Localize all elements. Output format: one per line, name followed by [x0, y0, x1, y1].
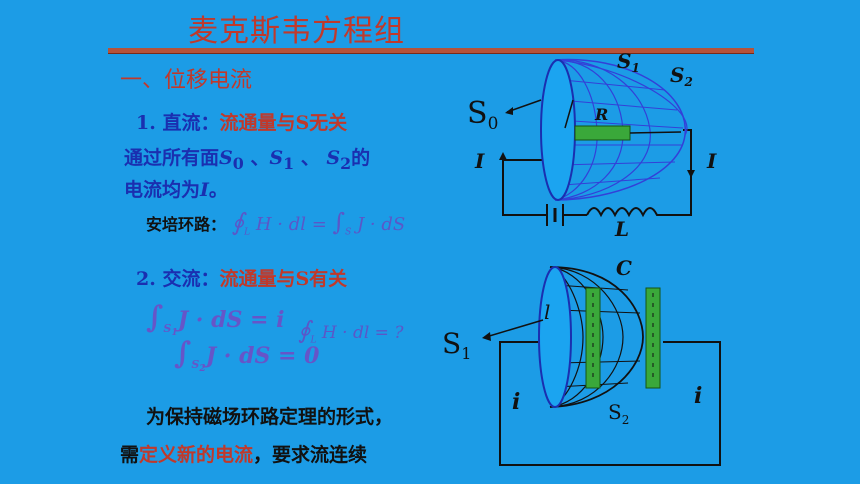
eq1-integral: ∫	[146, 300, 164, 335]
dc-sep1: 、	[243, 147, 270, 169]
surface-s0-sub: 0	[232, 153, 244, 173]
label-r: R	[594, 105, 608, 124]
dc-line2-end: 。	[208, 178, 228, 201]
eq1-body: J · dS = i	[177, 307, 285, 333]
dc-description: 流通量与S无关	[219, 112, 348, 134]
surface-s0: S	[219, 147, 233, 169]
ampere-rhs-body: J · dS	[356, 214, 406, 235]
ampere-lhs-body: H · dl	[255, 214, 306, 235]
ac-capacitor-diagram: C l S1 S2 i i	[442, 256, 721, 466]
ac-loop-sub: L	[310, 335, 317, 346]
conductor-rod	[574, 125, 631, 141]
eq2-integral: ∫	[174, 336, 192, 371]
eq2-sub: S2	[191, 358, 206, 375]
ac-description: 流通量与S有关	[219, 268, 348, 290]
surface-integral-sub: S	[345, 227, 352, 238]
conclusion-line-1: 为保持磁场环路定理的形式，	[146, 406, 394, 428]
loop-integral-sub: L	[244, 227, 251, 238]
label-s2-bottom: S2	[608, 400, 629, 427]
conclusion-highlight: 定义新的电流	[139, 444, 254, 466]
label-s2: S2	[670, 63, 693, 89]
ac-loop-body: H · dl = ?	[321, 323, 404, 343]
dc-explanation: 通过所有面S0 、S1 、 S2的 电流均为I。	[124, 145, 370, 204]
section-heading: 一、位移电流	[120, 68, 253, 93]
dc-line2-prefix: 电流均为	[124, 178, 201, 201]
conclusion-line-2: 需定义新的电流，要求流连续	[120, 440, 367, 467]
ac-equation-2: ∫S2J · dS = 0	[174, 336, 319, 375]
label-i-left-bottom: i	[512, 389, 520, 415]
s1-pointer	[485, 319, 544, 338]
dc-sep2: 、	[294, 147, 327, 169]
eq1-sub: S1	[163, 322, 178, 339]
label-i-right-bottom: i	[694, 383, 702, 409]
conclusion-part-c: ，要求流连续	[253, 444, 368, 466]
surface-s1: S	[269, 147, 284, 169]
ac-loop-integral: ∮	[298, 316, 311, 344]
ampere-formula: ∮L H · dl = ∫S J · dS	[232, 208, 406, 238]
ac-heading: 2. 交流：流通量与S有关	[136, 264, 347, 291]
current-I: I	[200, 178, 209, 201]
arrow-up-head	[499, 152, 507, 160]
ac-loop-question: ∮L H · dl = ?	[298, 316, 403, 345]
ac-equation-1: ∫S1J · dS = i	[146, 300, 284, 339]
ac-number: 2. 交流：	[136, 268, 220, 290]
capacitor-plate-left	[585, 287, 601, 389]
inductor-coil	[586, 207, 660, 218]
surface-s1-sub: 1	[283, 153, 295, 173]
dc-line-1: 通过所有面S0 、S1 、 S2的	[124, 145, 370, 177]
ampere-law: 安培环路： ∮L H · dl = ∫S J · dS	[146, 208, 405, 238]
dc-suffix: 的	[351, 147, 371, 169]
dc-circuit-diagram: S0 S1 S2 R I I L	[467, 50, 717, 240]
label-c: C	[616, 256, 632, 280]
label-s0: S0	[467, 96, 498, 134]
ac-circuit-wire	[499, 341, 721, 466]
surface-s1-disk	[538, 266, 572, 408]
surface-s2-sub: 2	[340, 153, 352, 173]
surface-integral-sign: ∫	[332, 208, 346, 236]
label-s1-bottom: S1	[442, 327, 471, 363]
l-path-marker	[564, 99, 574, 129]
ampere-equals: =	[311, 214, 327, 235]
label-s1: S1	[617, 50, 640, 75]
page-title: 麦克斯韦方程组	[188, 14, 405, 49]
surface-s0-disk	[540, 59, 576, 201]
arrow-down-head	[687, 170, 695, 178]
label-l: L	[614, 217, 629, 240]
label-l-bottom: l	[544, 300, 550, 324]
dc-heading: 1. 直流：流通量与S无关	[136, 108, 347, 135]
title-divider	[108, 48, 754, 54]
label-i-right: I	[706, 149, 717, 173]
dc-wire-right	[660, 129, 692, 216]
surface-s2: S	[326, 147, 341, 169]
capacitor-plate-right	[645, 287, 661, 389]
dc-line1-prefix: 通过所有面	[124, 147, 220, 169]
label-i-left: I	[474, 149, 485, 173]
dc-number: 1. 直流：	[136, 112, 220, 134]
conclusion-part-a: 需	[120, 444, 140, 466]
loop-integral-sign: ∮	[231, 208, 245, 236]
eq2-body: J · dS = 0	[205, 343, 320, 369]
dc-line-2: 电流均为I。	[124, 177, 370, 204]
ampere-label: 安培环路：	[146, 215, 227, 234]
surface-s2-mesh	[549, 266, 644, 408]
